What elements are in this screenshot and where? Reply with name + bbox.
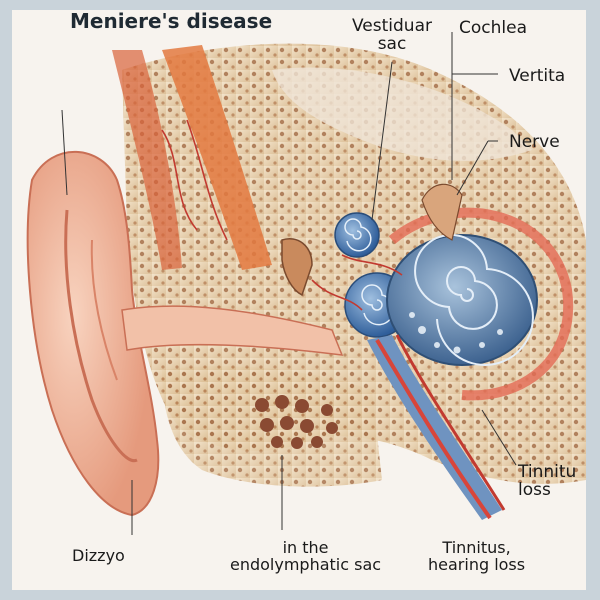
label-line: endolymphatic sac — [230, 554, 382, 574]
skull-layers — [162, 45, 272, 270]
label-line: sac — [377, 33, 407, 54]
label-nerve: Nerve — [509, 132, 560, 152]
cochlea — [386, 234, 538, 366]
label-line: Tinnitu — [518, 462, 577, 482]
label-vertigo: Vertita — [509, 66, 566, 86]
label-line: loss — [518, 479, 551, 500]
semicircular-canal — [421, 183, 463, 241]
callout-lines — [61, 32, 517, 535]
label-endolymphatic-sac: in the endolymphatic sac — [230, 538, 382, 574]
ear-anatomy-illustration — [26, 32, 586, 535]
label-cochlea: Cochlea — [459, 18, 527, 38]
vestibular-sac — [334, 212, 380, 258]
illustration-canvas: Meniere's disease Vestiduar sac Cochlea … — [12, 10, 586, 590]
label-line: Vestiduar — [352, 16, 432, 36]
outer-ear — [26, 150, 160, 517]
label-line: Tinnitus, — [442, 538, 511, 557]
label-tinnitus-loss: Tinnitu loss — [518, 462, 577, 500]
label-line: hearing loss — [428, 554, 526, 574]
diagram-title: Meniere's disease — [70, 10, 273, 33]
blood-vessels — [161, 119, 403, 311]
ear-canal — [121, 305, 344, 356]
label-line: in the — [282, 538, 329, 557]
mastoid-cells — [255, 395, 338, 449]
ossicles — [281, 238, 313, 297]
label-dizzy: Dizzyo — [72, 546, 125, 565]
label-vestibular-sac: Vestiduar sac — [352, 16, 432, 54]
label-tinnitus-hearing-loss: Tinnitus, hearing loss — [428, 538, 526, 574]
